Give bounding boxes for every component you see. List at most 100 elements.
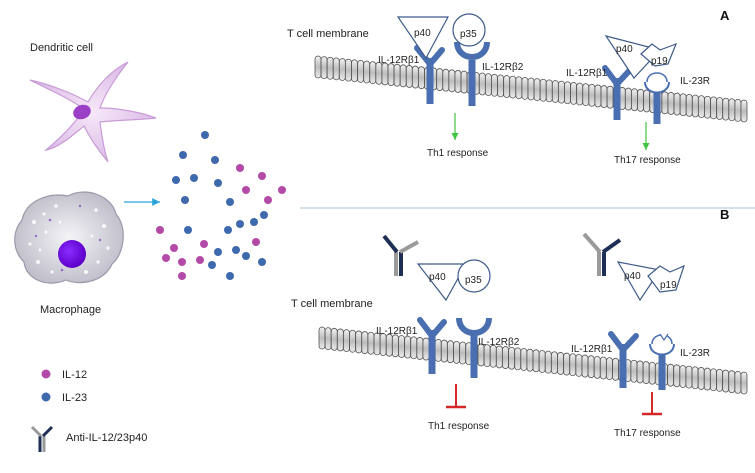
lipid-unit <box>387 63 395 86</box>
lipid-unit <box>318 326 326 350</box>
il12-particle <box>236 164 244 172</box>
lipid-unit <box>440 339 448 363</box>
lipid-unit <box>685 93 693 117</box>
il12-particle <box>196 256 204 264</box>
legend-antibody-icon <box>30 425 54 452</box>
lipid-unit <box>385 333 393 357</box>
panel-b-antibody-right <box>582 232 622 276</box>
panel-b-il12-cytokine <box>416 259 491 302</box>
lipid-unit <box>569 353 577 377</box>
lipid-unit <box>489 344 497 368</box>
dendritic-cell-label: Dendritic cell <box>30 42 93 54</box>
panel-a-il23r-receptor <box>644 72 670 124</box>
lipid-unit <box>459 341 467 365</box>
il12-particle <box>178 258 186 266</box>
lipid-unit <box>564 81 571 105</box>
panel-b-p40-a: p40 <box>429 272 446 283</box>
macrophage-label: Macrophage <box>40 304 101 316</box>
lipid-unit <box>606 85 614 109</box>
lipid-unit <box>588 83 596 107</box>
lipid-unit <box>740 99 748 123</box>
lipid-unit <box>326 56 334 80</box>
lipid-unit <box>538 350 546 373</box>
panel-b-p19: p19 <box>660 280 677 291</box>
il23-particle <box>226 272 234 280</box>
il12-particle <box>200 240 208 248</box>
lipid-unit <box>351 59 358 83</box>
panel-a-letter: A <box>720 8 730 23</box>
lipid-unit <box>685 365 693 389</box>
il23-particle <box>260 211 268 219</box>
lipid-unit <box>526 348 534 372</box>
lipid-unit <box>332 57 340 81</box>
lipid-unit <box>349 329 356 353</box>
lipid-unit <box>448 69 456 93</box>
lipid-unit <box>642 361 650 384</box>
lipid-unit <box>631 88 638 112</box>
panel-a-p35: p35 <box>460 29 477 40</box>
lipid-unit <box>509 75 517 99</box>
lipid-unit <box>587 355 595 379</box>
lipid-unit <box>391 334 399 358</box>
il23-particle <box>214 179 222 187</box>
panel-b-membrane <box>318 326 748 395</box>
lipid-unit <box>545 79 553 103</box>
panel-b-letter: B <box>720 207 729 222</box>
il12-particle <box>178 272 186 280</box>
panel-a-th1-response: Th1 response <box>427 148 489 159</box>
il23-particle <box>232 246 240 254</box>
lipid-unit <box>606 357 613 381</box>
lipid-unit <box>514 347 522 371</box>
panel-b-il12rb1-right-label: IL-12Rβ1 <box>571 344 613 355</box>
il23-particle <box>201 131 209 139</box>
lipid-unit <box>404 335 412 359</box>
il12-particle <box>278 186 286 194</box>
lipid-unit <box>442 68 450 92</box>
il23-particle <box>172 176 180 184</box>
panel-b-th17-response: Th17 response <box>614 428 681 439</box>
lipid-unit <box>637 88 644 112</box>
lipid-unit <box>673 92 681 116</box>
lipid-unit <box>722 97 730 121</box>
lipid-unit <box>410 336 418 360</box>
panel-b-il12rb2-label: IL-12Rβ2 <box>478 337 520 348</box>
panel-a-il12-cytokine <box>396 13 486 60</box>
lipid-unit <box>411 65 419 89</box>
lipid-unit <box>502 346 509 369</box>
legend-il23-label: IL-23 <box>62 392 87 404</box>
lipid-unit <box>563 352 571 376</box>
lipid-unit <box>343 329 350 353</box>
lipid-unit <box>648 361 656 385</box>
lipid-unit <box>330 327 338 351</box>
legend-il12-dot <box>41 369 51 379</box>
lipid-unit <box>491 73 498 97</box>
panel-a-il12rb2-label: IL-12Rβ2 <box>482 62 524 73</box>
lipid-unit <box>544 350 552 374</box>
lipid-unit <box>338 58 346 81</box>
lipid-unit <box>667 363 675 387</box>
lipid-unit <box>503 75 511 98</box>
lipid-unit <box>599 356 607 380</box>
lipid-unit <box>576 82 584 106</box>
lipid-unit <box>434 338 442 362</box>
panel-b-p40-b: p40 <box>624 271 641 282</box>
panel-b-th1-inhibition <box>446 384 466 409</box>
lipid-unit <box>551 80 559 103</box>
panel-a-p40-b: p40 <box>616 44 633 55</box>
lipid-unit <box>532 349 540 373</box>
legend-il12-label: IL-12 <box>62 369 87 381</box>
lipid-unit <box>355 330 363 354</box>
lipid-unit <box>728 370 736 394</box>
lipid-unit <box>393 63 401 87</box>
lipid-unit <box>593 355 601 379</box>
cytokine-cloud <box>156 131 286 280</box>
lipid-unit <box>454 70 462 93</box>
panel-a-il23r-label: IL-23R <box>680 76 710 87</box>
panel-a-th17-response: Th17 response <box>614 155 681 166</box>
panel-a-p19: p19 <box>651 56 668 67</box>
panel-b-il12rb2-receptor <box>456 317 492 378</box>
lipid-unit <box>673 364 681 388</box>
panel-a-il23-cytokine <box>604 35 678 79</box>
